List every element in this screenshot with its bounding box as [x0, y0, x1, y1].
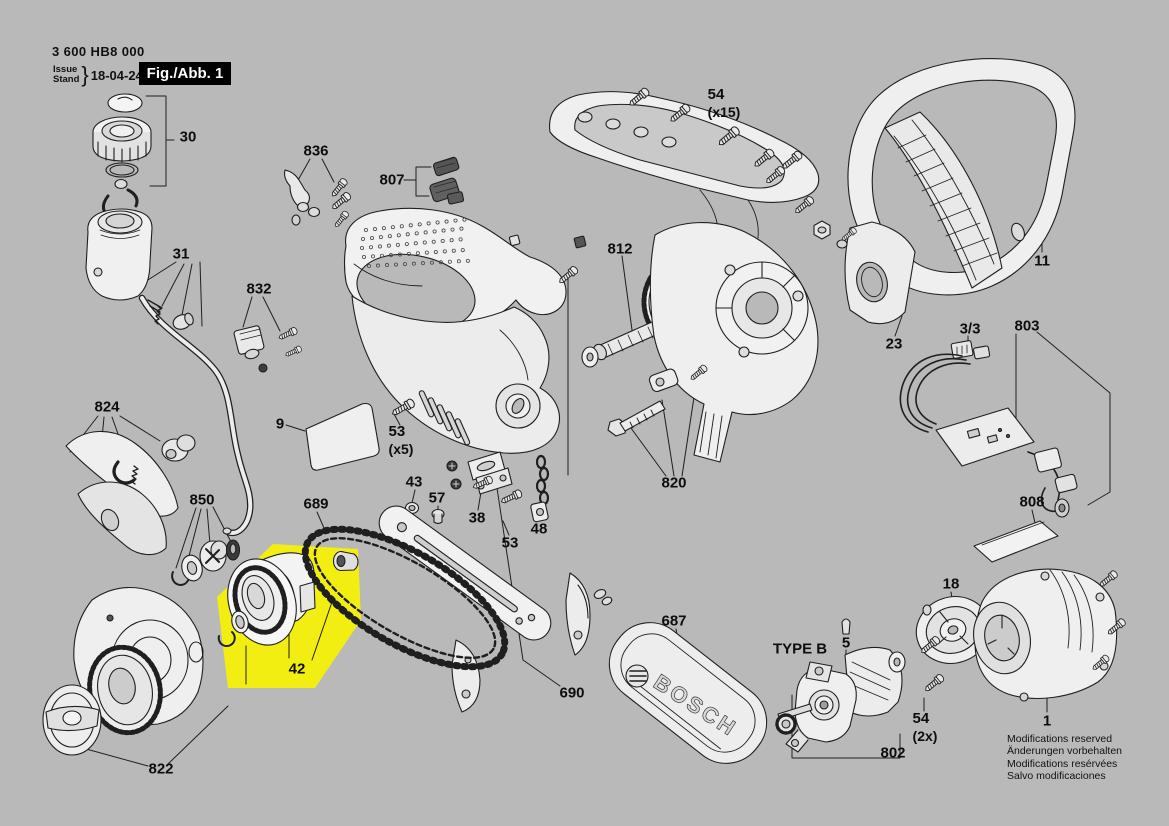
insulation-sheet-808 [973, 520, 1059, 563]
part-label-689[interactable]: 689 [303, 495, 329, 513]
guide-bar-690 [378, 505, 613, 713]
part-label-836[interactable]: 836 [303, 142, 329, 160]
part-label-5[interactable]: 5 [841, 634, 851, 652]
part-label-38[interactable]: 38 [468, 509, 486, 527]
chain-cover-687: BOSCH [608, 622, 768, 764]
part-label-820[interactable]: 820 [661, 474, 687, 492]
rear-handle-11 [847, 58, 1076, 296]
disclaimer-line-es: Salvo modificaciones [1007, 770, 1106, 783]
catalog-part-number: 3 600 HB8 000 [52, 44, 145, 59]
part-label-808[interactable]: 808 [1019, 493, 1045, 511]
part-label-53b[interactable]: 53 [501, 534, 519, 552]
part-label-812[interactable]: 812 [607, 240, 633, 258]
brace-glyph: } [81, 62, 89, 87]
sprocket-assembly-42[interactable] [217, 550, 359, 654]
issue-label: Issue [53, 64, 78, 76]
part-label-43[interactable]: 43 [405, 473, 423, 491]
switch-harness-803 [899, 340, 1078, 518]
part-label-687[interactable]: 687 [661, 612, 687, 630]
part-label-3-3[interactable]: 3/3 [959, 320, 981, 338]
issue-date: 18-04-24 [90, 67, 143, 83]
part-label-53-x5-number: 53 [388, 423, 406, 440]
part-label-54-x2-qty: (2x) [912, 728, 938, 744]
part-label-803[interactable]: 803 [1014, 317, 1040, 335]
part-label-48[interactable]: 48 [530, 520, 548, 538]
part-label-42[interactable]: 42 [288, 660, 306, 678]
bracket-832 [233, 325, 303, 373]
motor-cup-1 [973, 568, 1128, 702]
main-housing [329, 190, 587, 454]
saw-chain-689 [301, 525, 509, 671]
fastener-cluster [389, 397, 550, 525]
part-label-53-x5-qty: (x5) [388, 441, 414, 457]
part-label-30[interactable]: 30 [179, 128, 197, 146]
tensioner-bolt-820 [607, 363, 709, 437]
oil-tank-31 [85, 208, 254, 537]
part-label-18[interactable]: 18 [942, 575, 960, 593]
stand-label: Stand [53, 74, 80, 85]
part-label-54-x2-number: 54 [912, 710, 930, 727]
motor-armature-802 [775, 618, 946, 753]
disclaimer-line-fr: Modifications resérvées [1007, 757, 1118, 770]
issue-stand-block: Issue Stand } 18-04-24 [53, 62, 143, 88]
oil-cap-assembly-30 [92, 93, 152, 220]
clutch-parts-850 [171, 539, 241, 586]
part-label-807[interactable]: 807 [379, 171, 405, 189]
part-label-23[interactable]: 23 [885, 335, 903, 353]
part-label-54-x15-number: 54 [707, 86, 725, 103]
part-label-9[interactable]: 9 [275, 415, 285, 433]
part-label-54-x15[interactable]: 54 (x15) [708, 87, 741, 119]
part-label-1[interactable]: 1 [1042, 712, 1052, 730]
part-label-690[interactable]: 690 [559, 684, 585, 702]
part-label-53-x5[interactable]: 53 (x5) [389, 424, 414, 456]
type-b-label: TYPE B [772, 640, 828, 658]
part-label-11[interactable]: 11 [1034, 252, 1050, 270]
part-label-832[interactable]: 832 [246, 280, 272, 298]
figure-label: Fig./Abb. 1 [146, 65, 224, 82]
figure-label-box: Fig./Abb. 1 [139, 62, 231, 85]
cover-assembly-822 [42, 587, 204, 756]
part-label-850[interactable]: 850 [189, 491, 215, 509]
part-label-54-x2[interactable]: 54 (2x) [913, 711, 938, 743]
disclaimer-line-de: Änderungen vorbehalten [1007, 745, 1123, 758]
part-label-824[interactable]: 824 [94, 398, 120, 416]
part-label-31[interactable]: 31 [172, 245, 190, 263]
disclaimer-line-en: Modifications reserved [1007, 733, 1113, 745]
part-label-802[interactable]: 802 [880, 744, 906, 762]
part-label-54-x15-qty: (x15) [707, 104, 741, 120]
blade-9 [305, 402, 380, 471]
handle-bracket-23 [836, 221, 916, 325]
hand-guard-824 [65, 430, 196, 556]
part-label-57[interactable]: 57 [428, 489, 446, 507]
part-label-822[interactable]: 822 [148, 760, 174, 778]
fitting-836 [284, 169, 351, 230]
modifications-disclaimer: Modifications reserved Änderungen vorbeh… [1007, 733, 1122, 783]
top-shell [549, 86, 831, 240]
motor-housing-half [649, 222, 819, 463]
